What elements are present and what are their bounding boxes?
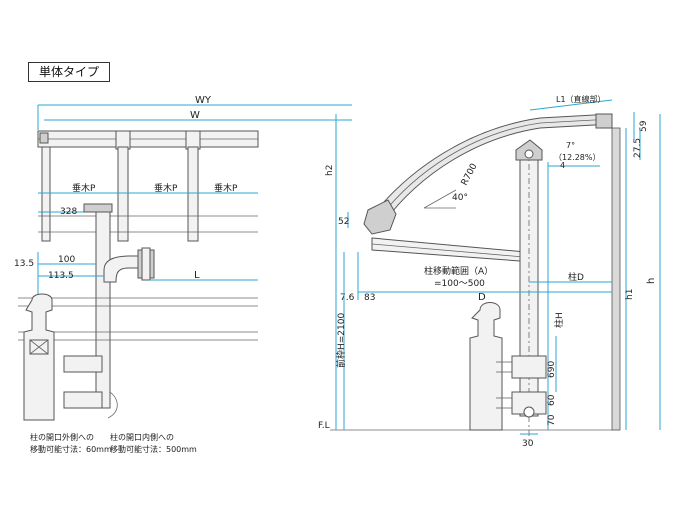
support-arm xyxy=(371,237,539,267)
column-cap-bolt xyxy=(524,149,534,159)
outer-move-note-1: 柱の開口外側への xyxy=(30,432,94,442)
rafter-bracket-2 xyxy=(185,130,201,150)
inner-move-note-2: 移動可能寸法：500mm xyxy=(110,444,197,454)
diagram-title: 単体タイプ xyxy=(28,62,110,82)
base-plate-upper xyxy=(63,355,103,373)
slope-percent: （12.28%） xyxy=(554,153,601,162)
column-left xyxy=(95,211,111,409)
rafter-1 xyxy=(117,146,129,242)
rafter-2 xyxy=(187,146,199,242)
angle-40-label: 40° xyxy=(452,193,468,203)
r700-label: R700 xyxy=(460,162,480,188)
l1-dimension-line xyxy=(529,99,613,111)
d27-5-label: 27.5 xyxy=(633,138,643,158)
arm-center-line xyxy=(371,243,525,258)
front-frame-head xyxy=(363,199,397,235)
wall-bracket xyxy=(595,113,613,129)
rafter-p-label-2: 垂木P xyxy=(154,182,178,194)
angle-line-a xyxy=(423,189,457,209)
d83-label: 83 xyxy=(364,293,375,303)
frame-end-cap xyxy=(39,132,49,144)
column-foot-circle xyxy=(523,406,535,418)
rafter-p-label-1: 垂木P xyxy=(72,182,96,194)
fl-label: F.L xyxy=(318,421,330,431)
arm-elbow xyxy=(103,255,141,283)
range-label: 柱移動範囲（A） xyxy=(424,265,493,277)
outer-move-note-2: 移動可能寸法：60mm xyxy=(30,444,112,454)
h1-label: h1 xyxy=(625,289,635,300)
slope-angle: 7° xyxy=(566,141,575,150)
d70-label: 70 xyxy=(547,414,557,426)
d7-6-label: 7.6 xyxy=(340,293,355,303)
beam-bracket xyxy=(83,203,113,213)
col-d-label: 柱D xyxy=(568,271,584,283)
rafter-p-label-3: 垂木P xyxy=(214,182,238,194)
d52-label: 52 xyxy=(338,217,349,227)
d328-label: 328 xyxy=(60,207,77,217)
front-h-label: 前枠H=2100 xyxy=(335,313,347,368)
base-plate-lower xyxy=(63,391,103,409)
side-rafter xyxy=(41,146,51,242)
d59-label: 59 xyxy=(639,120,649,132)
fence-post xyxy=(23,293,55,421)
arm-joint-cap xyxy=(141,247,151,281)
h2-label: h2 xyxy=(325,165,335,176)
inner-move-note-1: 柱の開口内側への xyxy=(110,432,174,442)
column-foot-curve xyxy=(107,391,118,419)
d100-label: 100 xyxy=(58,255,75,265)
wy-label: WY xyxy=(195,95,212,106)
range-value: =100～500 xyxy=(434,279,485,289)
left-plan-view: WY W 垂木P 垂木P 垂木P 328 xyxy=(14,95,352,454)
d-label: D xyxy=(478,292,486,303)
fence-post-right xyxy=(469,302,503,431)
col-h-label: 柱H xyxy=(553,312,565,328)
roof-inner-line xyxy=(377,118,613,221)
post-box-x2 xyxy=(29,339,49,355)
l-label: L xyxy=(194,270,200,281)
d13-5-label: 13.5 xyxy=(14,259,34,269)
d30-label: 30 xyxy=(522,439,534,449)
base-plate-upper-right xyxy=(511,355,547,379)
rafter-bracket-1 xyxy=(115,130,131,150)
d4-label: 4 xyxy=(560,161,565,170)
curved-roof xyxy=(371,113,613,223)
house-wall xyxy=(611,127,621,431)
d113-5-label: 113.5 xyxy=(48,271,74,281)
w-label: W xyxy=(190,110,200,121)
d60-label: 60 xyxy=(547,394,557,406)
h-label: h xyxy=(646,278,657,284)
l1-label: L1（直線部） xyxy=(556,94,606,104)
right-side-view: F.L L1（直線部） 59 27.5 7° （12.28%） 4 R700 4… xyxy=(318,94,661,449)
d690-label: 690 xyxy=(547,361,557,378)
